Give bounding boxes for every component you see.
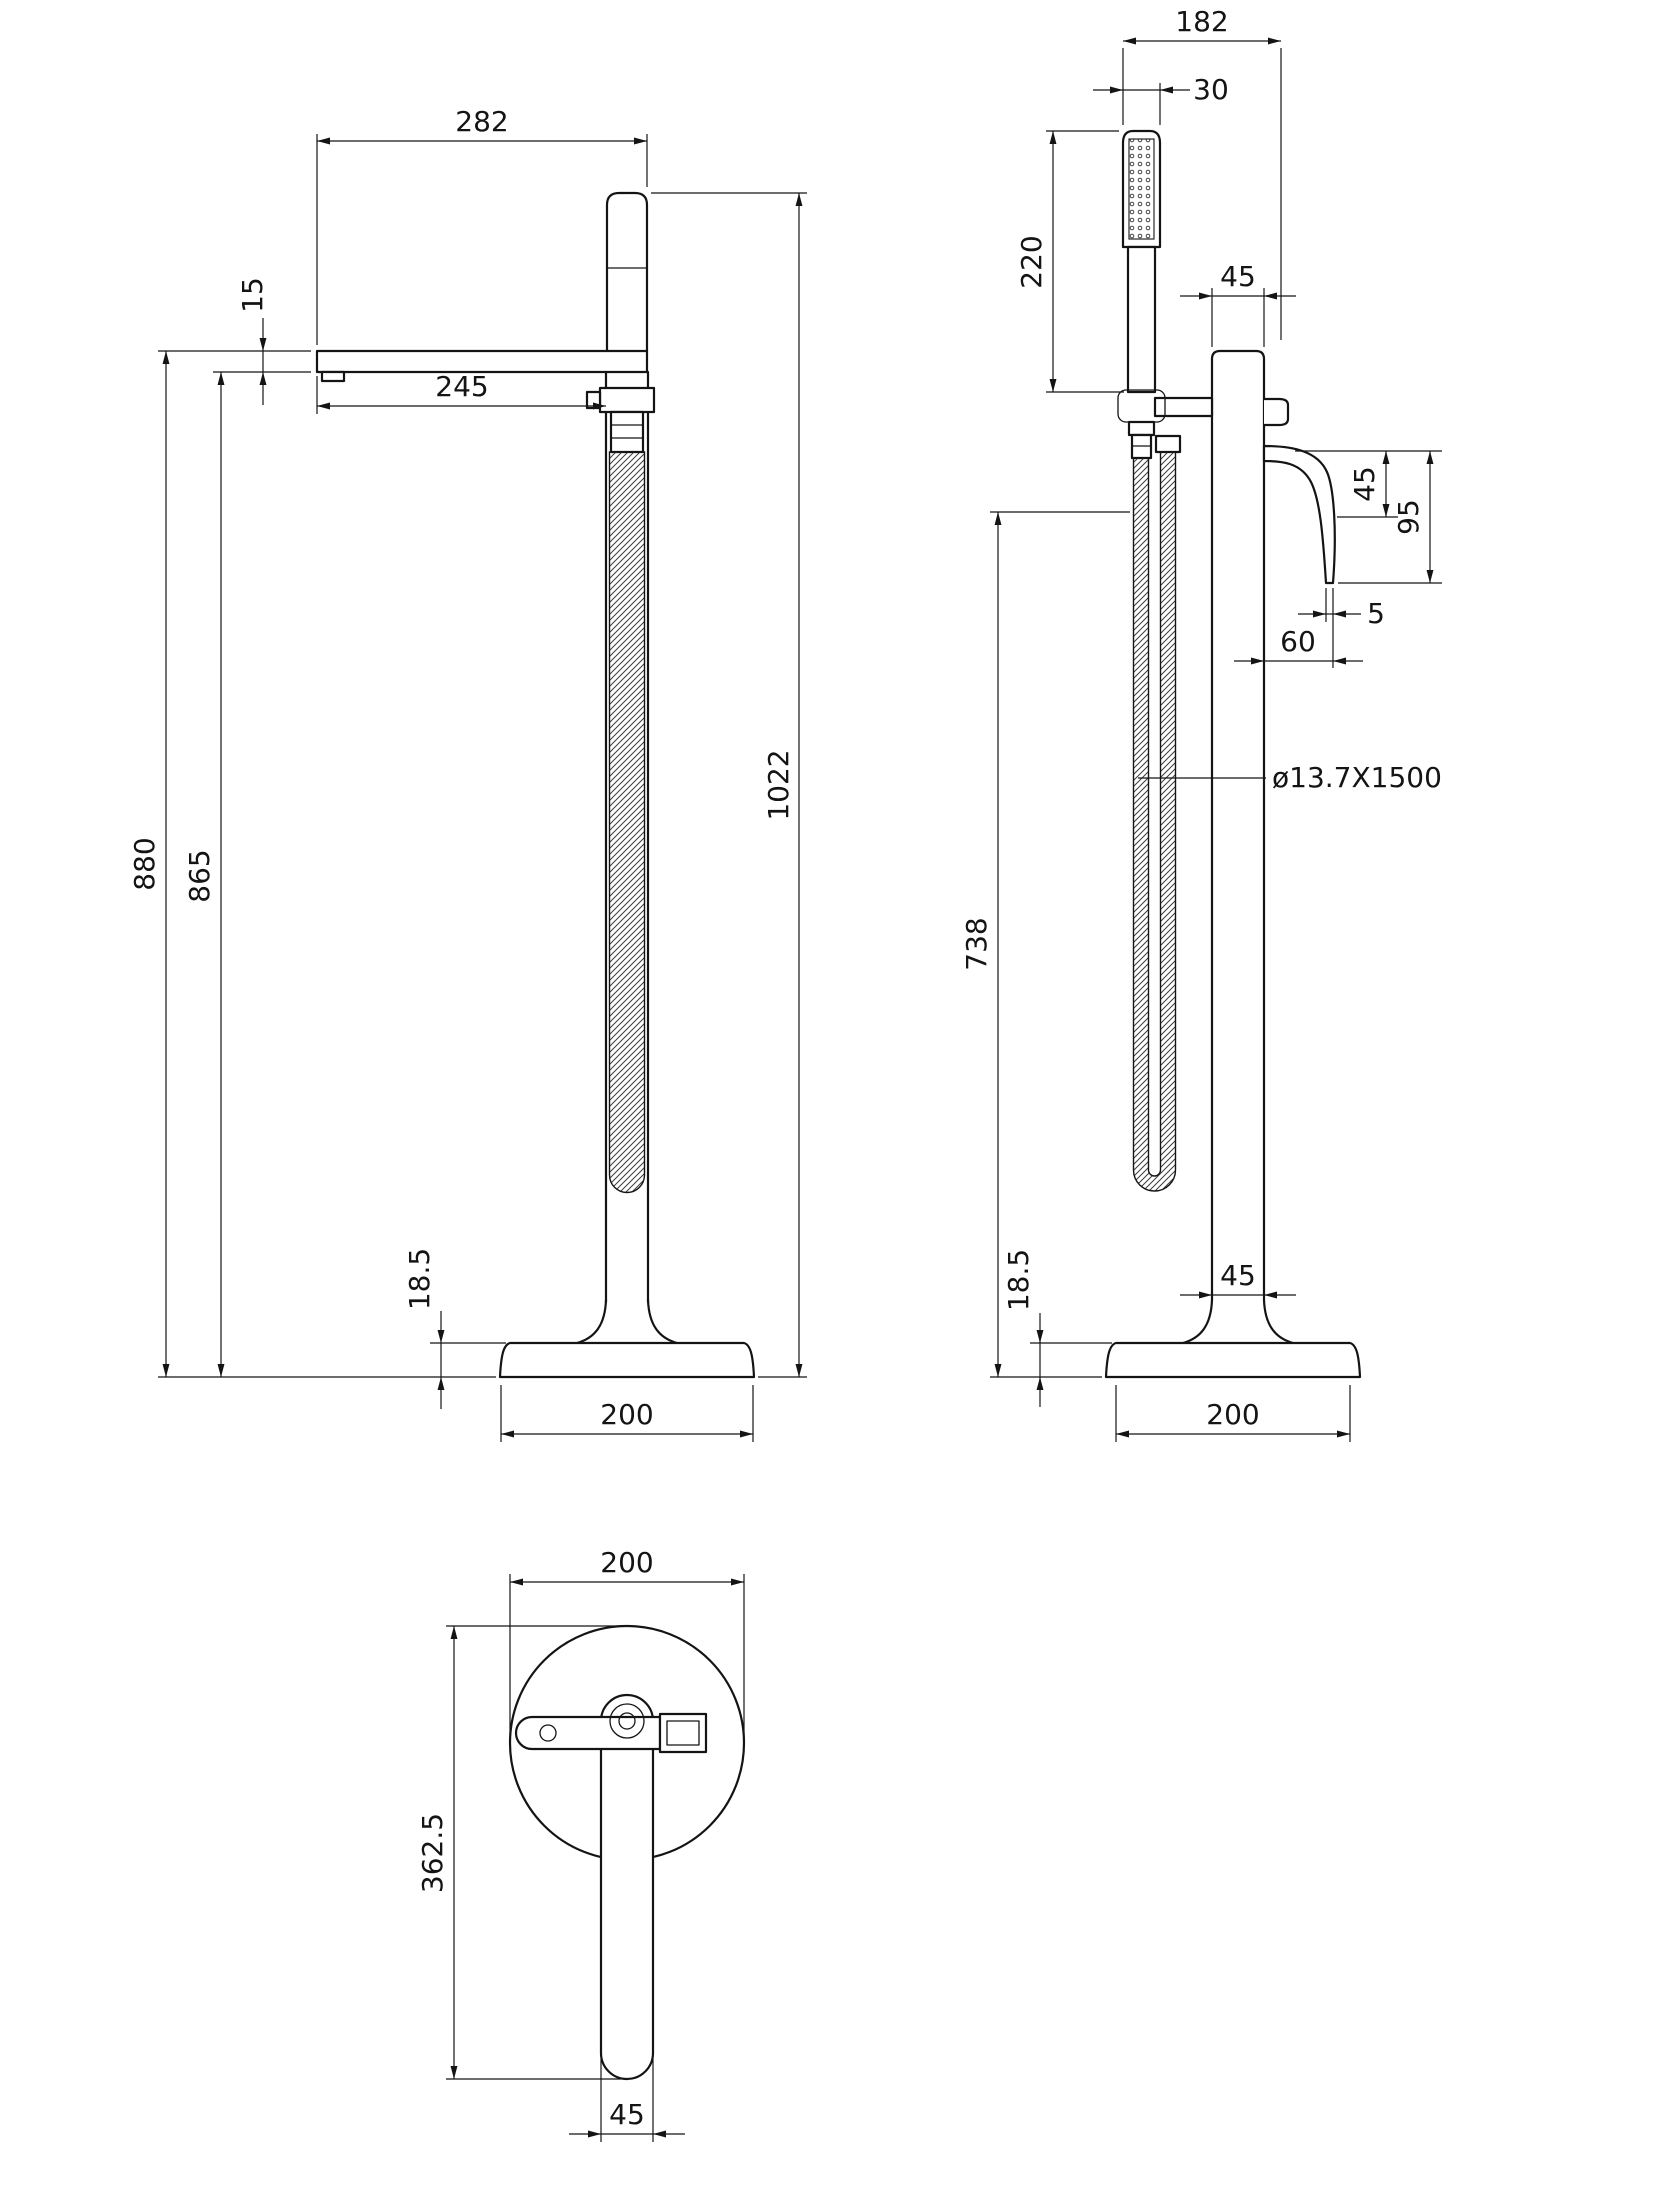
dim-side-base-width: 200 (1206, 1398, 1259, 1431)
lever-screw (539, 1724, 557, 1742)
handset-handle (1126, 245, 1157, 394)
side-view-dimensions: 182 30 220 45 45 95 5 (960, 5, 1442, 1442)
dim-front-height-spout-top: 880 (128, 837, 161, 890)
dim-side-handset-offset: 182 (1175, 5, 1228, 38)
handset-bracket (1153, 396, 1214, 418)
hose-nut-front (609, 410, 645, 454)
front-view-dimensions: 282 15 245 1022 880 865 18.5 200 (128, 105, 807, 1442)
dim-side-hose-spec: ø13.7X1500 (1272, 761, 1442, 794)
base-flare-right (1262, 1298, 1295, 1345)
dim-side-lever-tip: 5 (1367, 597, 1385, 630)
dim-top-base-diameter: 200 (600, 1546, 653, 1579)
front-view: 282 15 245 1022 880 865 18.5 200 (128, 105, 807, 1442)
dim-top-spout-width: 45 (609, 2098, 645, 2131)
base-flare-left (1181, 1298, 1214, 1345)
shower-hose-loop (1132, 451, 1177, 1192)
floor-base-side (1104, 1341, 1362, 1379)
dim-side-column-width-base: 45 (1220, 1259, 1256, 1292)
side-view: 182 30 220 45 45 95 5 (960, 5, 1442, 1442)
dim-side-handset-length: 220 (1015, 235, 1048, 288)
dim-front-height-spout-bottom: 865 (183, 849, 216, 902)
spout-arm (315, 349, 649, 374)
top-view-dimensions: 200 362.5 45 (416, 1546, 745, 2142)
hose-outlet-nut (1154, 434, 1182, 454)
mixer-lever-side (1262, 444, 1336, 585)
dim-front-overall-height: 1022 (762, 749, 795, 820)
spout-top-view (599, 1693, 655, 2081)
diverter-knob (1264, 397, 1290, 427)
top-view-outline (508, 1624, 746, 2081)
spout-pivot-cap (618, 1712, 636, 1730)
shower-hose-front (608, 451, 646, 1194)
hose-nut-upper (1127, 420, 1156, 437)
base-flare-right (646, 1298, 679, 1345)
column-side-outline (1210, 349, 1266, 1302)
dim-side-lever-height: 95 (1392, 499, 1425, 535)
dim-front-base-width: 200 (600, 1398, 653, 1431)
spout-aerator (320, 370, 346, 383)
dim-side-column-width: 45 (1220, 260, 1256, 293)
handset-spray-face (1128, 138, 1155, 240)
spout-pivot-ring (609, 1703, 645, 1739)
dim-front-spout-thickness: 15 (236, 277, 269, 313)
dim-side-base-thickness: 18.5 (1002, 1249, 1035, 1311)
cartridge-housing (658, 1712, 708, 1754)
dim-side-outlet-height: 738 (960, 917, 993, 970)
dim-top-spout-length: 362.5 (416, 1813, 449, 1893)
dim-side-head-width: 30 (1193, 73, 1229, 106)
side-view-outline (1104, 129, 1362, 1379)
dim-front-base-thickness: 18.5 (403, 1248, 436, 1310)
lever-top-view (514, 1715, 662, 1751)
dim-side-lever-reach: 60 (1280, 625, 1316, 658)
handset-front-outline (605, 191, 649, 353)
dim-side-lever-rise: 45 (1348, 466, 1381, 502)
front-view-outline (315, 191, 756, 1379)
handset-collar (598, 386, 656, 414)
cartridge-inner (666, 1720, 700, 1746)
top-view: 200 362.5 45 (416, 1546, 746, 2142)
dim-front-spout-reach: 245 (435, 370, 488, 403)
base-flare-left (575, 1298, 608, 1345)
floor-base-front (498, 1341, 756, 1379)
dim-front-spout-span: 282 (455, 105, 508, 138)
